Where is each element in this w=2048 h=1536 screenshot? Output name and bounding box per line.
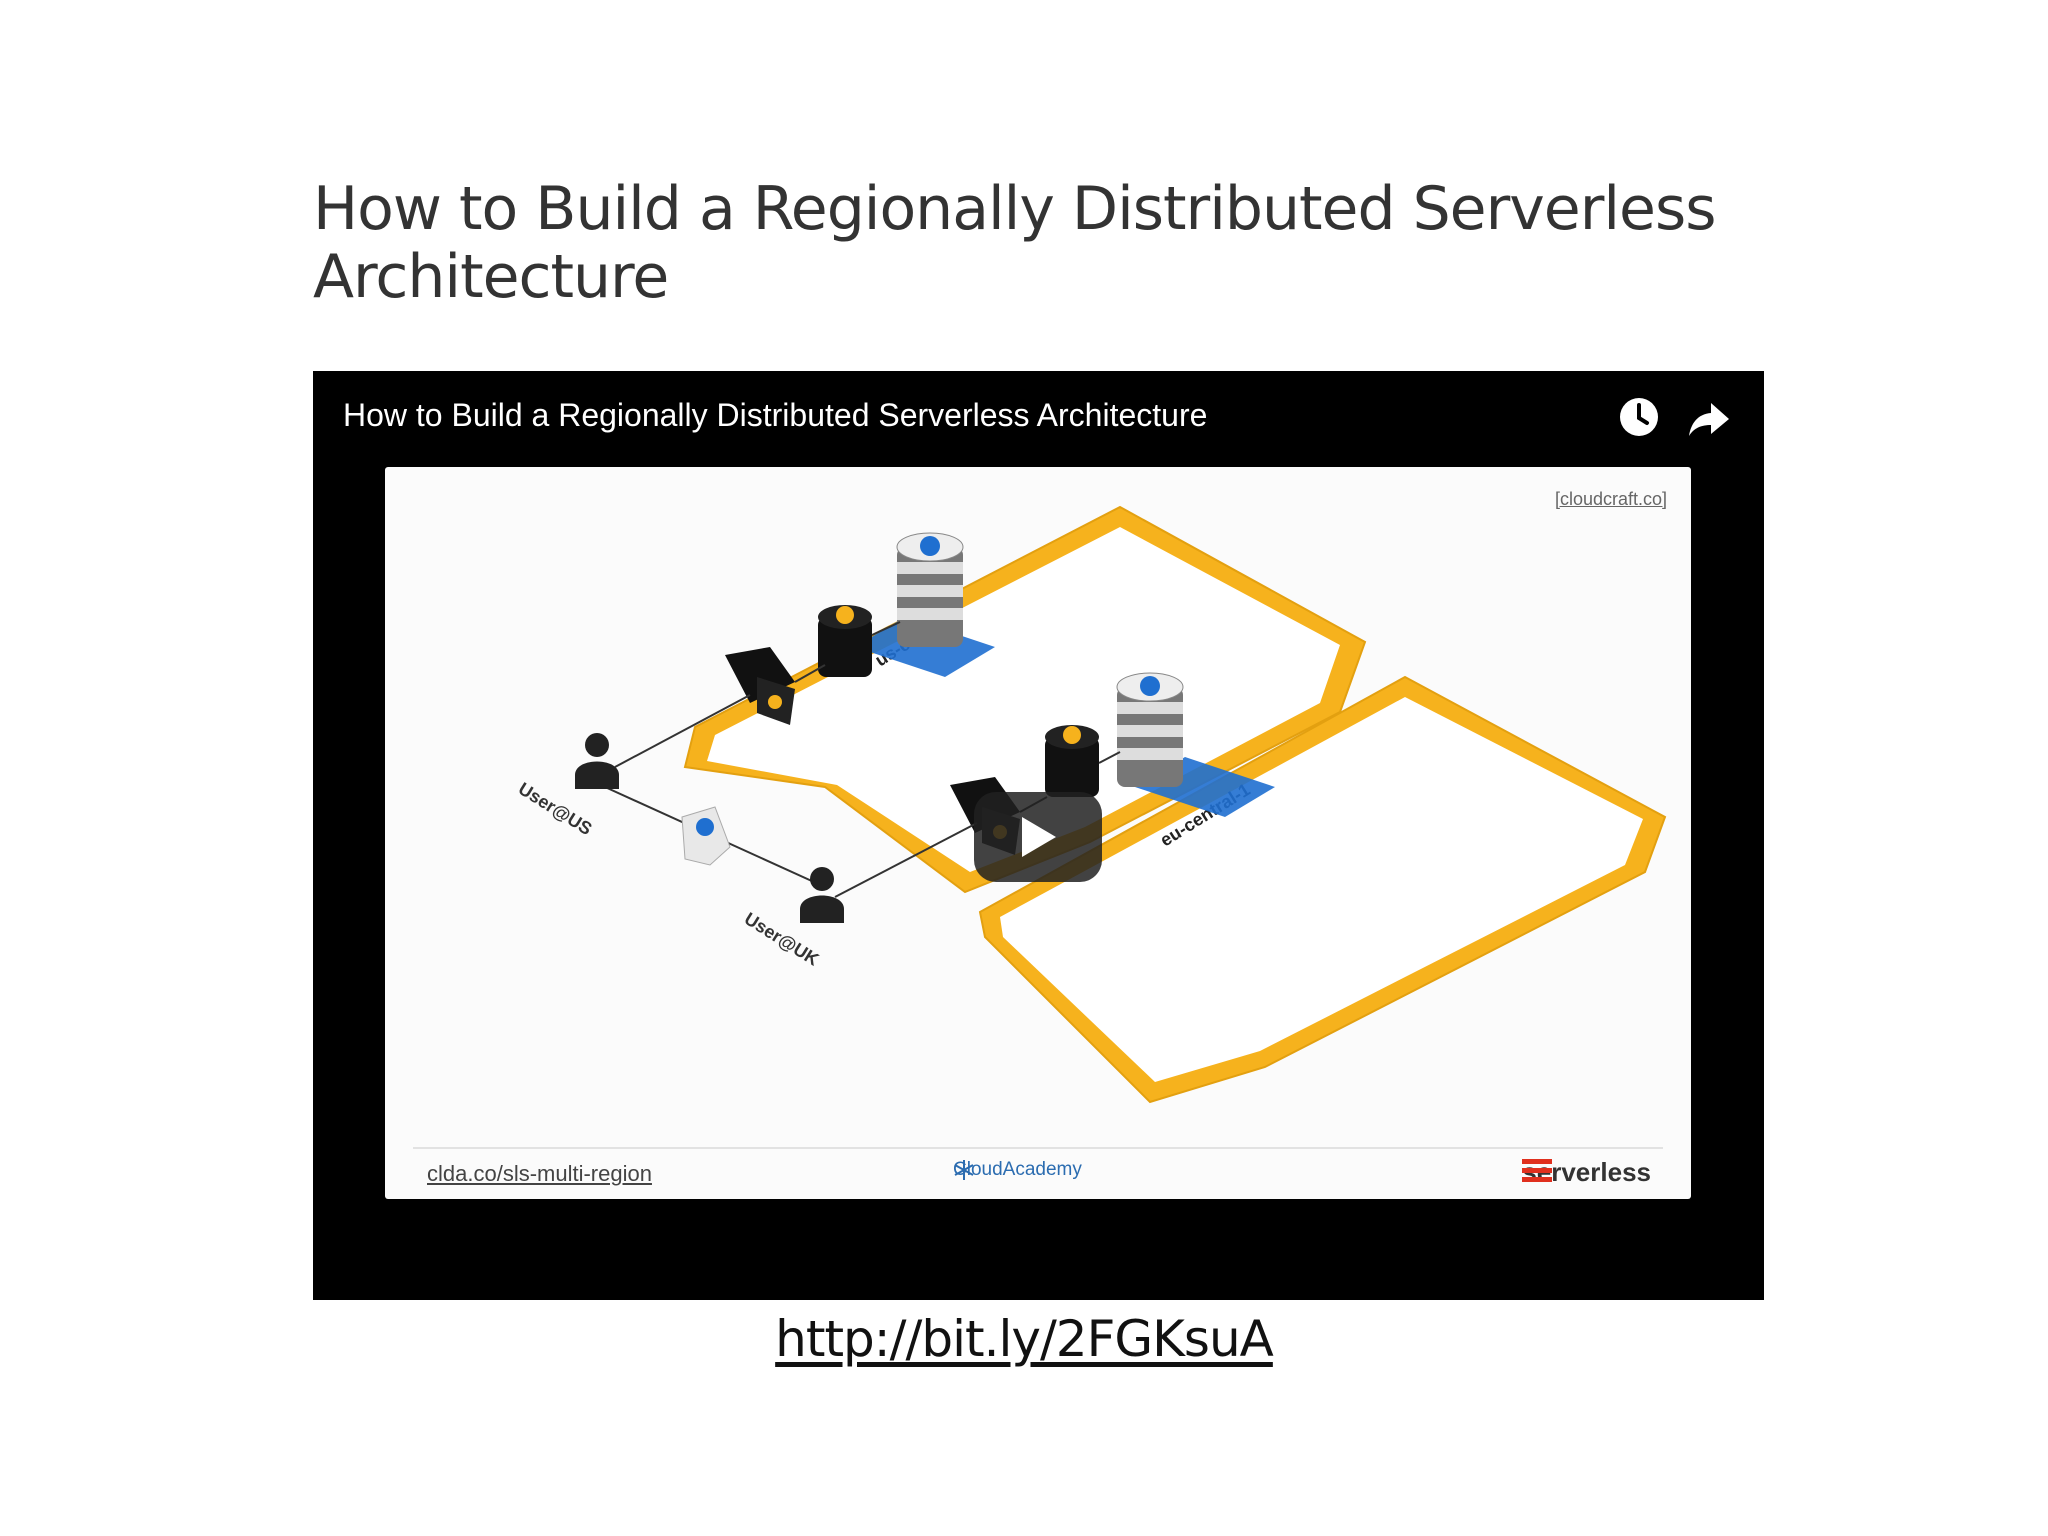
share-arrow-icon [1689, 403, 1729, 436]
user-us-icon [575, 733, 619, 789]
play-button[interactable] [974, 792, 1102, 882]
cloudacademy-logo: CloudAcademy [953, 1159, 1082, 1181]
slide-footer-divider [413, 1147, 1663, 1149]
page-title: How to Build a Regionally Distributed Se… [313, 174, 1716, 312]
video-title[interactable]: How to Build a Regionally Distributed Se… [343, 397, 1208, 433]
lambda-eu-icon [1045, 725, 1099, 797]
video-player[interactable]: How to Build a Regionally Distributed Se… [313, 371, 1764, 1300]
dynamodb-eu-icon [1116, 672, 1184, 787]
user-uk-icon [800, 867, 844, 923]
lambda-us-icon [818, 605, 872, 677]
cloudacademy-label: CloudAcademy [953, 1159, 1082, 1180]
architecture-diagram: us-east-1 eu-central-1 [515, 505, 1667, 1104]
share-button[interactable] [1685, 393, 1733, 441]
play-icon [1022, 817, 1056, 857]
slide-footer-link: clda.co/sls-multi-region [427, 1161, 652, 1186]
watch-later-button[interactable] [1615, 393, 1663, 441]
api-gateway-us-icon [725, 647, 795, 725]
short-link-container: http://bit.ly/2FGKsuA [0, 1310, 2048, 1368]
serverless-logo: serverless [1522, 1157, 1651, 1188]
short-link[interactable]: http://bit.ly/2FGKsuA [775, 1310, 1274, 1368]
region-eu-central-1-panel [978, 675, 1667, 1104]
serverless-mark-icon [1522, 1159, 1553, 1182]
slide-credit: [cloudcraft.co] [1554, 489, 1667, 509]
snowflake-icon [954, 1160, 974, 1180]
route53-icon [681, 806, 731, 866]
dynamodb-us-icon [896, 532, 964, 647]
clock-icon [1620, 398, 1658, 436]
